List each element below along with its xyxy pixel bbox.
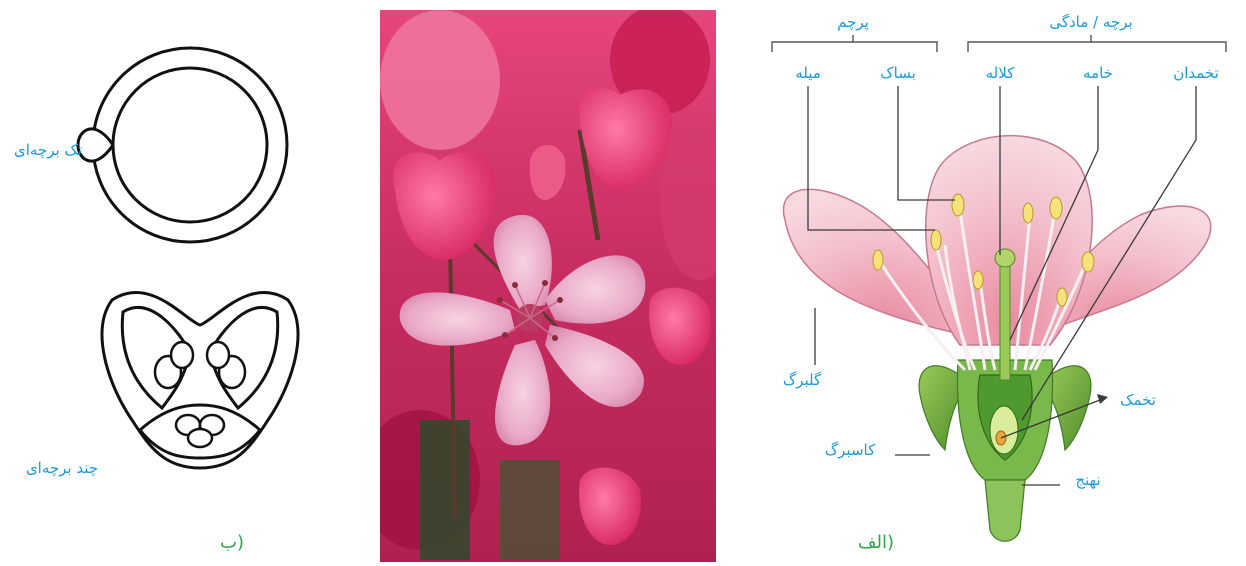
style [1000,260,1010,380]
single-carpel-diagram [78,48,287,242]
filament-label: میله [795,64,821,82]
pistil-bracket [968,35,1226,52]
pistil-group-label: برچه / مادگی [1049,13,1132,31]
multi-carpel-diagram [102,292,298,468]
panel-a-label: الف) [858,532,894,553]
stigma [995,249,1015,267]
anther-label: بساک [880,64,916,82]
blossom-photo [360,5,740,562]
stamen-group-label: پرچم [837,13,869,32]
ovule-arrow [1097,394,1108,404]
stamen-bracket [772,35,937,52]
style-label: خامه [1083,64,1113,82]
ovule-label: تخمک [1120,391,1156,409]
sepal-label: کاسبرگ [825,441,876,459]
single-carpel-label: تک برچه‌ای [14,141,82,159]
flower-cross-section [783,136,1210,542]
ovary-label: تخمدان [1173,64,1219,82]
petal-label: گلبرگ [783,371,822,389]
stigma-label: کلاله [986,64,1016,82]
stem [985,480,1025,541]
ovary-chamber [990,406,1018,454]
panel-b-label: ب) [220,532,244,553]
receptacle-label: نهنج [1075,471,1100,489]
multi-carpel-label: چند برچه‌ای [26,459,98,477]
